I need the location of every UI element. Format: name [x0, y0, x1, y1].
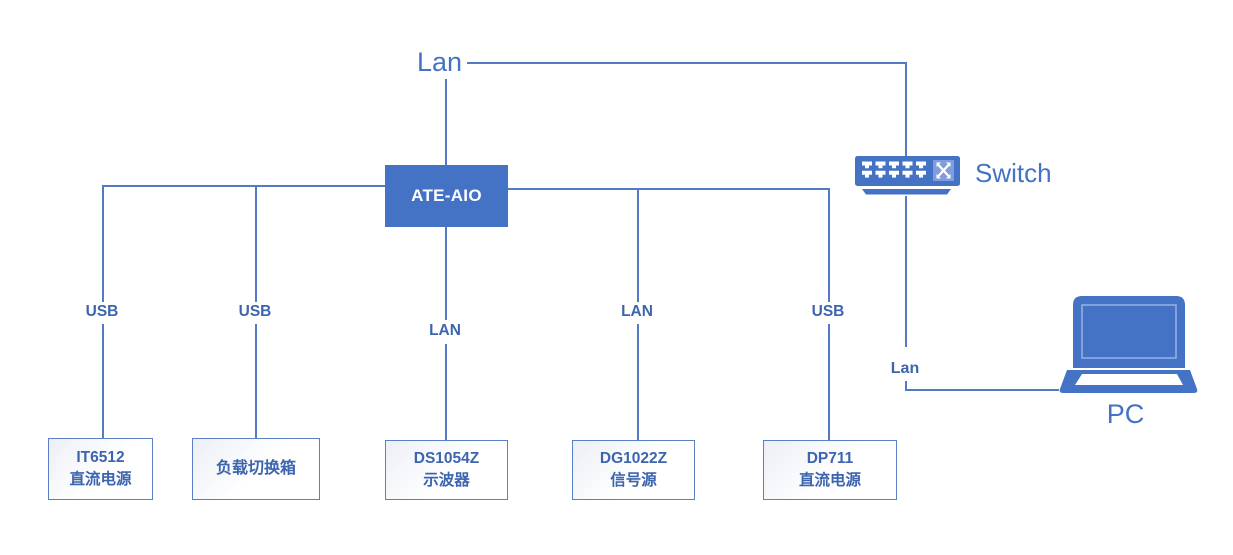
pc-icon	[1059, 296, 1198, 393]
device-name: 直流电源	[798, 472, 861, 489]
device-model: IT6512	[76, 449, 125, 466]
line-drop-2-lower	[255, 324, 257, 438]
connection-label-5: USB	[806, 303, 850, 321]
switch-icon	[855, 156, 960, 195]
device-box-load-switch: 负载切换箱	[192, 438, 320, 500]
hub-label: ATE-AIO	[411, 186, 482, 205]
pc-label: PC	[1106, 399, 1145, 429]
device-box-dp711: DP711 直流电源	[763, 440, 897, 500]
device-box-it6512: IT6512 直流电源	[48, 438, 153, 500]
line-drop-4-lower	[637, 324, 639, 440]
line-drop-1-lower	[102, 324, 104, 438]
line-to-pc	[905, 389, 1059, 391]
line-down-to-switch	[905, 62, 907, 157]
line-hub-right-bus	[508, 188, 828, 190]
device-name: 示波器	[423, 472, 470, 489]
pc-link-label: Lan	[890, 360, 920, 377]
device-box-ds1054z: DS1054Z 示波器	[385, 440, 508, 500]
line-drop-4-upper	[637, 188, 639, 302]
connection-label-1: USB	[80, 303, 124, 321]
connection-label-2: USB	[233, 303, 277, 321]
device-model: DP711	[806, 450, 854, 467]
line-hub-left-bus	[102, 185, 385, 187]
device-name: 直流电源	[69, 471, 132, 488]
device-box-dg1022z: DG1022Z 信号源	[572, 440, 695, 500]
connection-label-4: LAN	[615, 303, 659, 321]
line-drop-3-upper	[445, 227, 447, 320]
line-drop-1-upper	[102, 185, 104, 302]
line-drop-5-upper	[828, 188, 830, 302]
connection-label-3: LAN	[423, 322, 467, 340]
device-name: 信号源	[610, 472, 657, 489]
line-switch-down-lower	[905, 381, 907, 390]
line-drop-2-upper	[255, 185, 257, 302]
line-lan-to-switch	[467, 62, 906, 64]
line-lan-to-hub	[445, 79, 447, 165]
line-switch-down-upper	[905, 196, 907, 347]
lan-top-label: Lan	[417, 47, 463, 77]
line-drop-5-lower	[828, 324, 830, 440]
device-model: DS1054Z	[413, 450, 480, 467]
device-model: DG1022Z	[599, 450, 668, 467]
device-name: 负载切换箱	[215, 460, 296, 477]
switch-label: Switch	[975, 158, 1052, 188]
hub-node: ATE-AIO	[385, 165, 508, 227]
line-drop-3-lower	[445, 344, 447, 440]
